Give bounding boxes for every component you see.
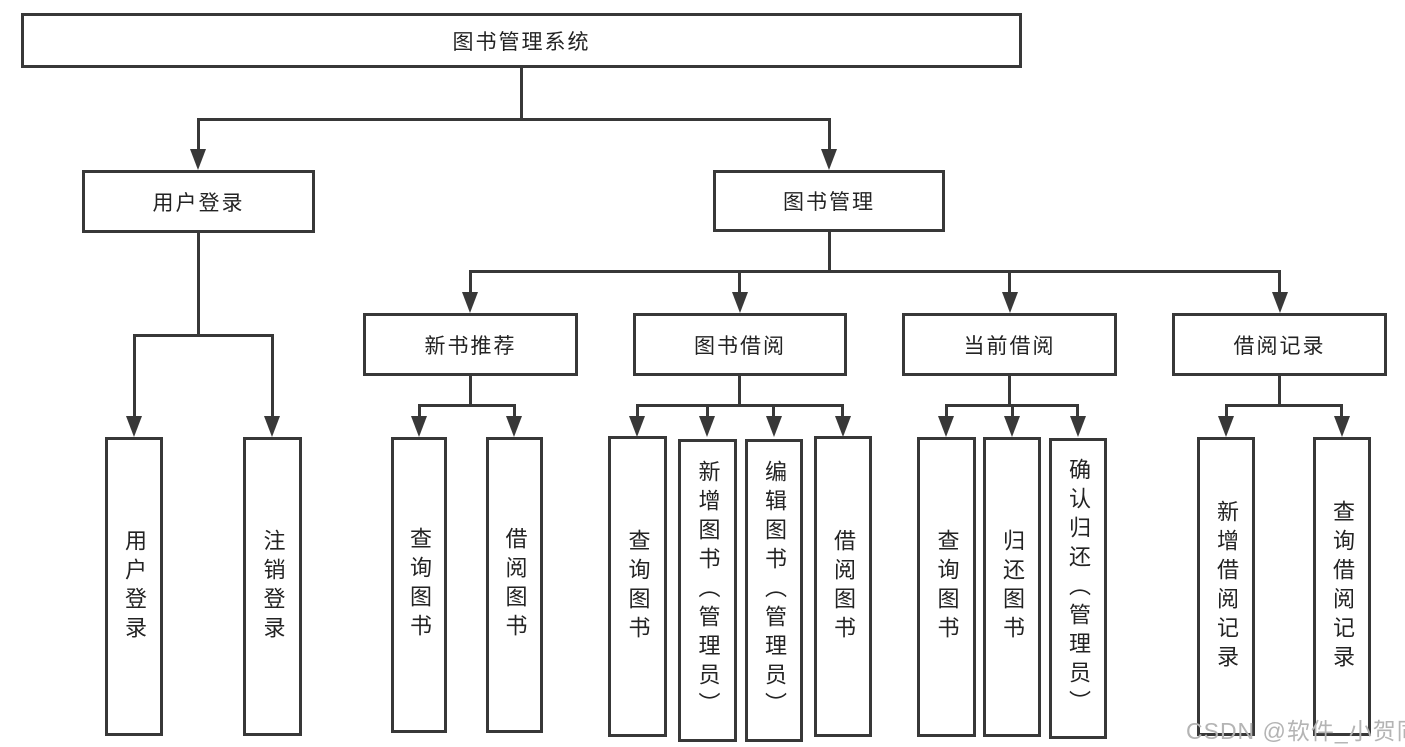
connector-leaf-bb-edit-drop <box>772 404 775 417</box>
connector-leaf-br-add-drop <box>1225 404 1228 417</box>
connector-leaf-bb-query-drop <box>636 404 639 417</box>
csdn-watermark: CSDN @软件_小贺同学 <box>1186 718 1405 744</box>
arrowhead-borrow-record <box>1272 292 1288 313</box>
arrowhead-new-book-rec <box>462 292 478 313</box>
node-leaf-nbr-query: 查询图书 <box>391 437 447 733</box>
arrowhead-leaf-cb-query <box>938 416 954 437</box>
connector-leaf-logout-drop <box>271 334 274 417</box>
node-leaf-br-query: 查询借阅记录 <box>1313 437 1371 736</box>
connector-leaf-br-query-drop <box>1340 404 1343 417</box>
connector-borrow-record-stem <box>1278 374 1281 407</box>
arrowhead-user-login <box>190 149 206 170</box>
arrowhead-leaf-user-login <box>126 416 142 437</box>
arrowhead-book-borrow <box>732 292 748 313</box>
arrowhead-leaf-cb-return <box>1004 416 1020 437</box>
arrowhead-leaf-bb-borrow <box>835 416 851 437</box>
connector-book-mgmt-stem <box>828 230 831 272</box>
connector-user-login-drop <box>197 118 200 150</box>
connector-borrow-record-drop <box>1278 270 1281 293</box>
connector-leaf-nbr-borrow-drop <box>513 404 516 417</box>
arrowhead-leaf-bb-edit <box>766 416 782 437</box>
arrowhead-leaf-br-query <box>1334 416 1350 437</box>
node-leaf-user-login: 用户登录 <box>105 437 163 736</box>
connector-new-book-rec-stem <box>469 374 472 407</box>
connector-leaf-bb-borrow-drop <box>841 404 844 417</box>
arrowhead-leaf-bb-query <box>629 416 645 437</box>
connector-leaf-cb-confirm-drop <box>1076 404 1079 417</box>
node-leaf-logout: 注销登录 <box>243 437 302 736</box>
arrowhead-leaf-br-add <box>1218 416 1234 437</box>
arrowhead-leaf-logout <box>264 416 280 437</box>
connector-borrow-record-rail <box>1225 404 1343 407</box>
connector-user-login-rail <box>133 334 273 337</box>
connector-book-mgmt-drop <box>828 118 831 150</box>
node-user-login: 用户登录 <box>82 170 315 233</box>
node-new-book-rec: 新书推荐 <box>363 313 578 376</box>
connector-leaf-user-login-drop <box>133 334 136 417</box>
connector-level2-rail <box>469 270 1281 273</box>
node-leaf-cb-query: 查询图书 <box>917 437 976 737</box>
arrowhead-leaf-cb-confirm <box>1070 416 1086 437</box>
connector-current-borrow-drop <box>1008 270 1011 293</box>
connector-book-borrow-drop <box>738 270 741 293</box>
connector-new-book-rec-drop <box>469 270 472 293</box>
node-book-borrow: 图书借阅 <box>633 313 847 376</box>
connector-user-login-stem <box>197 231 200 336</box>
node-borrow-record: 借阅记录 <box>1172 313 1387 376</box>
node-leaf-bb-add: 新增图书（管理员） <box>678 439 737 742</box>
node-leaf-bb-edit: 编辑图书（管理员） <box>745 439 803 742</box>
connector-level1-rail <box>197 118 831 121</box>
node-leaf-nbr-borrow: 借阅图书 <box>486 437 543 733</box>
arrowhead-book-mgmt <box>821 149 837 170</box>
node-leaf-cb-confirm: 确认归还（管理员） <box>1049 438 1107 739</box>
connector-book-borrow-stem <box>738 374 741 407</box>
node-leaf-bb-borrow: 借阅图书 <box>814 436 872 737</box>
arrowhead-leaf-nbr-query <box>411 416 427 437</box>
node-leaf-cb-return: 归还图书 <box>983 437 1041 737</box>
connector-leaf-nbr-query-drop <box>418 404 421 417</box>
arrowhead-current-borrow <box>1002 292 1018 313</box>
connector-book-borrow-rail <box>636 404 844 407</box>
connector-root-stem <box>520 68 523 119</box>
connector-new-book-rec-rail <box>418 404 516 407</box>
connector-leaf-cb-query-drop <box>945 404 948 417</box>
node-leaf-bb-query: 查询图书 <box>608 436 667 737</box>
node-leaf-br-add: 新增借阅记录 <box>1197 437 1255 736</box>
node-book-mgmt: 图书管理 <box>713 170 945 232</box>
connector-leaf-bb-add-drop <box>706 404 709 417</box>
arrowhead-leaf-bb-add <box>699 416 715 437</box>
arrowhead-leaf-nbr-borrow <box>506 416 522 437</box>
node-current-borrow: 当前借阅 <box>902 313 1117 376</box>
connector-current-borrow-stem <box>1008 374 1011 407</box>
connector-leaf-cb-return-drop <box>1011 404 1014 417</box>
node-root: 图书管理系统 <box>21 13 1022 68</box>
